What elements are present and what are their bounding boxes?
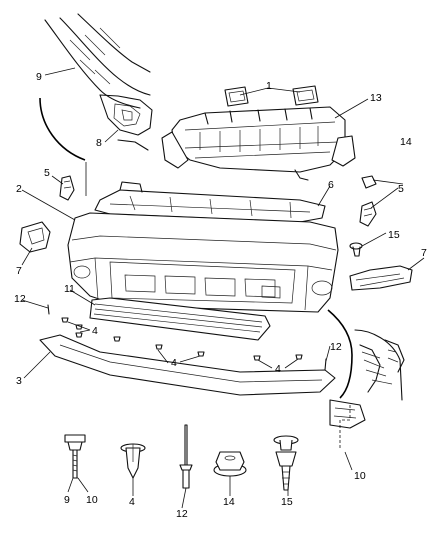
flange-nut — [213, 451, 247, 477]
callout-15-upper: 15 — [388, 229, 400, 241]
callout-14-top: 14 — [400, 136, 412, 148]
callout-4-c: 4 — [275, 363, 281, 375]
push-pin-retainer — [120, 443, 146, 479]
push-fasteners — [61, 317, 303, 361]
callout-4-b: 4 — [171, 357, 177, 369]
leader-lines — [21, 67, 425, 509]
fascia-bracket-right — [359, 201, 377, 227]
callout-7-right: 7 — [421, 247, 427, 259]
callout-13: 13 — [370, 92, 382, 104]
callout-2: 2 — [16, 183, 22, 195]
front-bumper-fascia — [67, 212, 339, 313]
fog-lamp-left — [19, 221, 51, 253]
callout-5-left: 5 — [44, 167, 50, 179]
callout-12-left: 12 — [14, 293, 26, 305]
callout-11: 11 — [64, 283, 75, 295]
fender-corner-detail — [44, 13, 153, 151]
callout-5-right: 5 — [398, 183, 404, 195]
detail-boundary-arc-bottom — [327, 309, 353, 399]
callout-12-bottom: 12 — [176, 508, 188, 520]
impact-absorber-pads — [224, 85, 319, 107]
callout-labels: 1 13 9 8 14 5 2 6 5 15 7 7 11 12 4 12 4 … — [14, 71, 427, 520]
detail-boundary-arc-top — [39, 97, 86, 161]
detail-dashed-connector — [339, 405, 351, 450]
callout-8: 8 — [96, 137, 102, 149]
lower-air-dam — [39, 334, 336, 396]
push-pin-upper — [349, 242, 363, 257]
bolt-with-washer — [64, 434, 86, 479]
blind-rivet — [179, 424, 193, 489]
callout-6: 6 — [328, 179, 334, 191]
park-lamp-right — [349, 265, 413, 291]
callout-9-bottom: 9 — [64, 494, 70, 506]
callout-14-bottom: 14 — [223, 496, 235, 508]
callout-12-right: 12 — [330, 341, 342, 353]
wheel-well-wiring-detail — [329, 329, 405, 429]
callout-7-left: 7 — [16, 265, 22, 277]
callout-3: 3 — [16, 375, 22, 387]
callout-10-right: 10 — [354, 470, 366, 482]
fascia-bracket-left — [59, 175, 75, 201]
bumper-reinforcement-beam — [161, 106, 356, 181]
callout-1: 1 — [266, 80, 272, 92]
upper-fascia-support — [94, 181, 326, 223]
callout-4-a: 4 — [92, 325, 98, 337]
callout-4-d: 4 — [129, 496, 135, 508]
callout-10-bottom: 10 — [86, 494, 98, 506]
nut-upper — [361, 175, 377, 189]
lower-grille — [89, 297, 271, 341]
callout-15-bottom: 15 — [281, 496, 293, 508]
christmas-tree-push-pin — [273, 435, 299, 491]
callout-9-top: 9 — [36, 71, 42, 83]
